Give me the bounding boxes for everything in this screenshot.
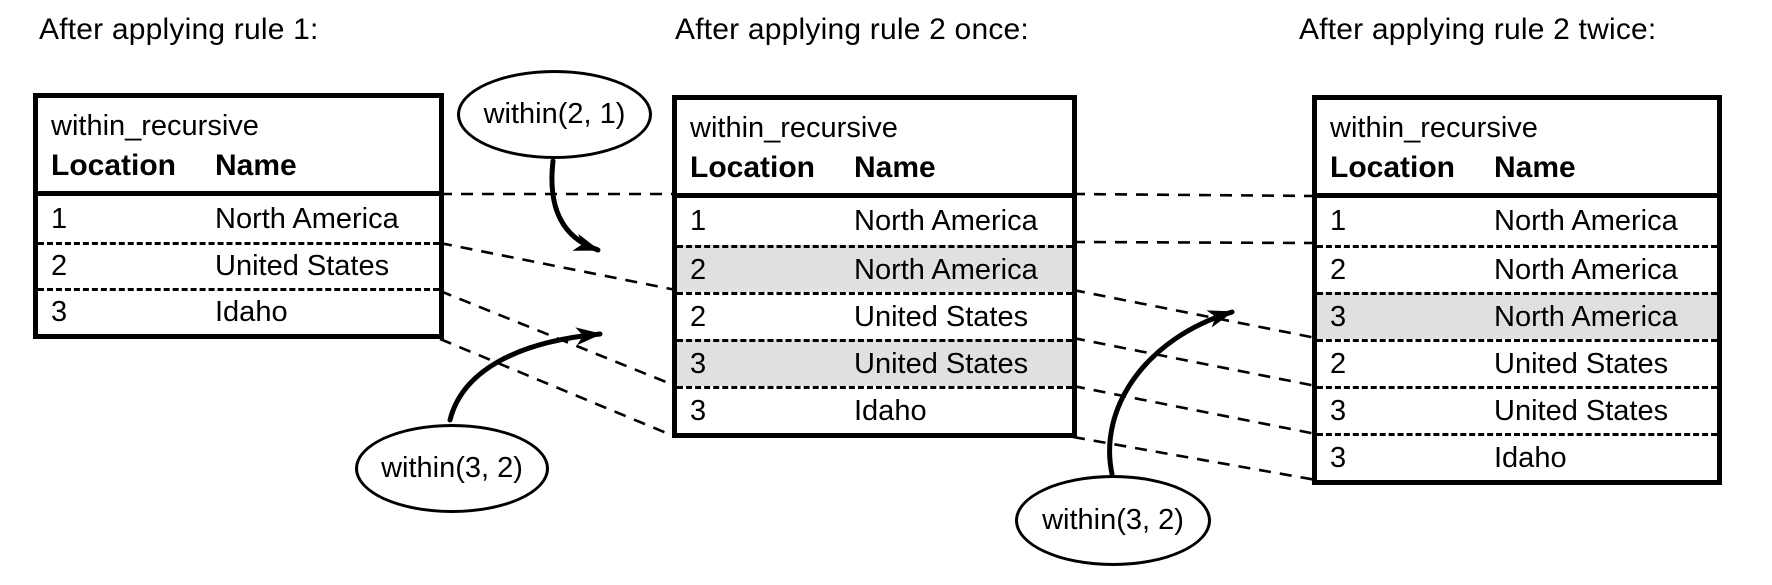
table-row: 2 North America [1317, 245, 1717, 292]
annotation-label: within(2, 1) [483, 98, 626, 130]
panel-title-rule-2-once: After applying rule 2 once: [675, 13, 1029, 46]
cell-name: United States [1494, 347, 1669, 380]
cell-location: 2 [1330, 253, 1347, 286]
column-header-location: Location [690, 151, 815, 184]
table-header: within_recursive Location Name [38, 98, 439, 196]
cell-location: 1 [51, 202, 68, 235]
table-row: 2 United States [677, 292, 1072, 339]
table-name: within_recursive [51, 110, 259, 142]
table-header: within_recursive Location Name [1317, 100, 1717, 198]
table-header: within_recursive Location Name [677, 100, 1072, 198]
cell-location: 1 [1330, 205, 1347, 237]
annotation-label: within(3, 2) [1042, 504, 1184, 536]
annotation-bubble-within-2-1: within(2, 1) [457, 70, 652, 159]
cell-location: 1 [690, 205, 707, 237]
table-row: 2 United States [38, 242, 439, 288]
cell-location: 3 [1330, 441, 1347, 474]
table-name: within_recursive [1330, 112, 1538, 144]
table-row: 3 Idaho [1317, 433, 1717, 480]
table-row: 3 Idaho [38, 288, 439, 334]
cell-name: North America [1494, 300, 1678, 333]
panel-title-rule-1: After applying rule 1: [39, 13, 319, 46]
cell-name: Idaho [1494, 441, 1567, 474]
table-after-rule-2-twice: within_recursive Location Name 1 North A… [1312, 95, 1722, 485]
table-after-rule-1: within_recursive Location Name 1 North A… [33, 93, 444, 339]
cell-location: 2 [51, 250, 68, 282]
cell-name: North America [854, 205, 1038, 237]
arrow-within-3-2-left [447, 327, 603, 423]
table-row-new-tuple: 2 North America [677, 245, 1072, 292]
table-row: 3 United States [1317, 386, 1717, 433]
table-row-new-tuple: 3 United States [677, 339, 1072, 386]
panel-title-rule-2-twice: After applying rule 2 twice: [1299, 13, 1657, 46]
cell-name: North America [215, 202, 399, 235]
cell-location: 2 [690, 300, 707, 333]
column-header-name: Name [854, 151, 936, 184]
annotation-bubble-within-3-2-right: within(3, 2) [1015, 475, 1211, 566]
table-row: 2 United States [1317, 339, 1717, 386]
cell-name: Idaho [854, 394, 927, 427]
cell-name: North America [854, 253, 1038, 286]
arrow-within-3-2-right [1107, 309, 1235, 477]
cell-location: 3 [690, 394, 707, 427]
cell-name: Idaho [215, 296, 288, 328]
column-header-name: Name [215, 149, 297, 182]
cell-location: 2 [690, 253, 707, 286]
column-header-location: Location [51, 149, 176, 182]
column-header-location: Location [1330, 151, 1455, 184]
cell-name: United States [854, 300, 1029, 333]
table-name: within_recursive [690, 112, 898, 144]
cell-name: United States [1494, 394, 1669, 427]
cell-name: North America [1494, 253, 1678, 286]
table-row: 3 Idaho [677, 386, 1072, 433]
table-row: 1 North America [677, 198, 1072, 245]
cell-location: 3 [690, 347, 707, 380]
cell-location: 3 [1330, 300, 1347, 333]
cell-location: 3 [1330, 394, 1347, 427]
cell-name: United States [854, 347, 1029, 380]
table-after-rule-2-once: within_recursive Location Name 1 North A… [672, 95, 1077, 438]
cell-location: 3 [51, 296, 68, 328]
table-row: 1 North America [1317, 198, 1717, 245]
cell-name: North America [1494, 205, 1678, 237]
annotation-label: within(3, 2) [381, 452, 523, 484]
table-row: 1 North America [38, 196, 439, 242]
annotation-bubble-within-3-2-left: within(3, 2) [355, 424, 549, 513]
arrow-within-2-1 [549, 158, 601, 253]
column-header-name: Name [1494, 151, 1576, 184]
cell-name: United States [215, 250, 390, 282]
table-row-new-tuple: 3 North America [1317, 292, 1717, 339]
cell-location: 2 [1330, 347, 1347, 380]
